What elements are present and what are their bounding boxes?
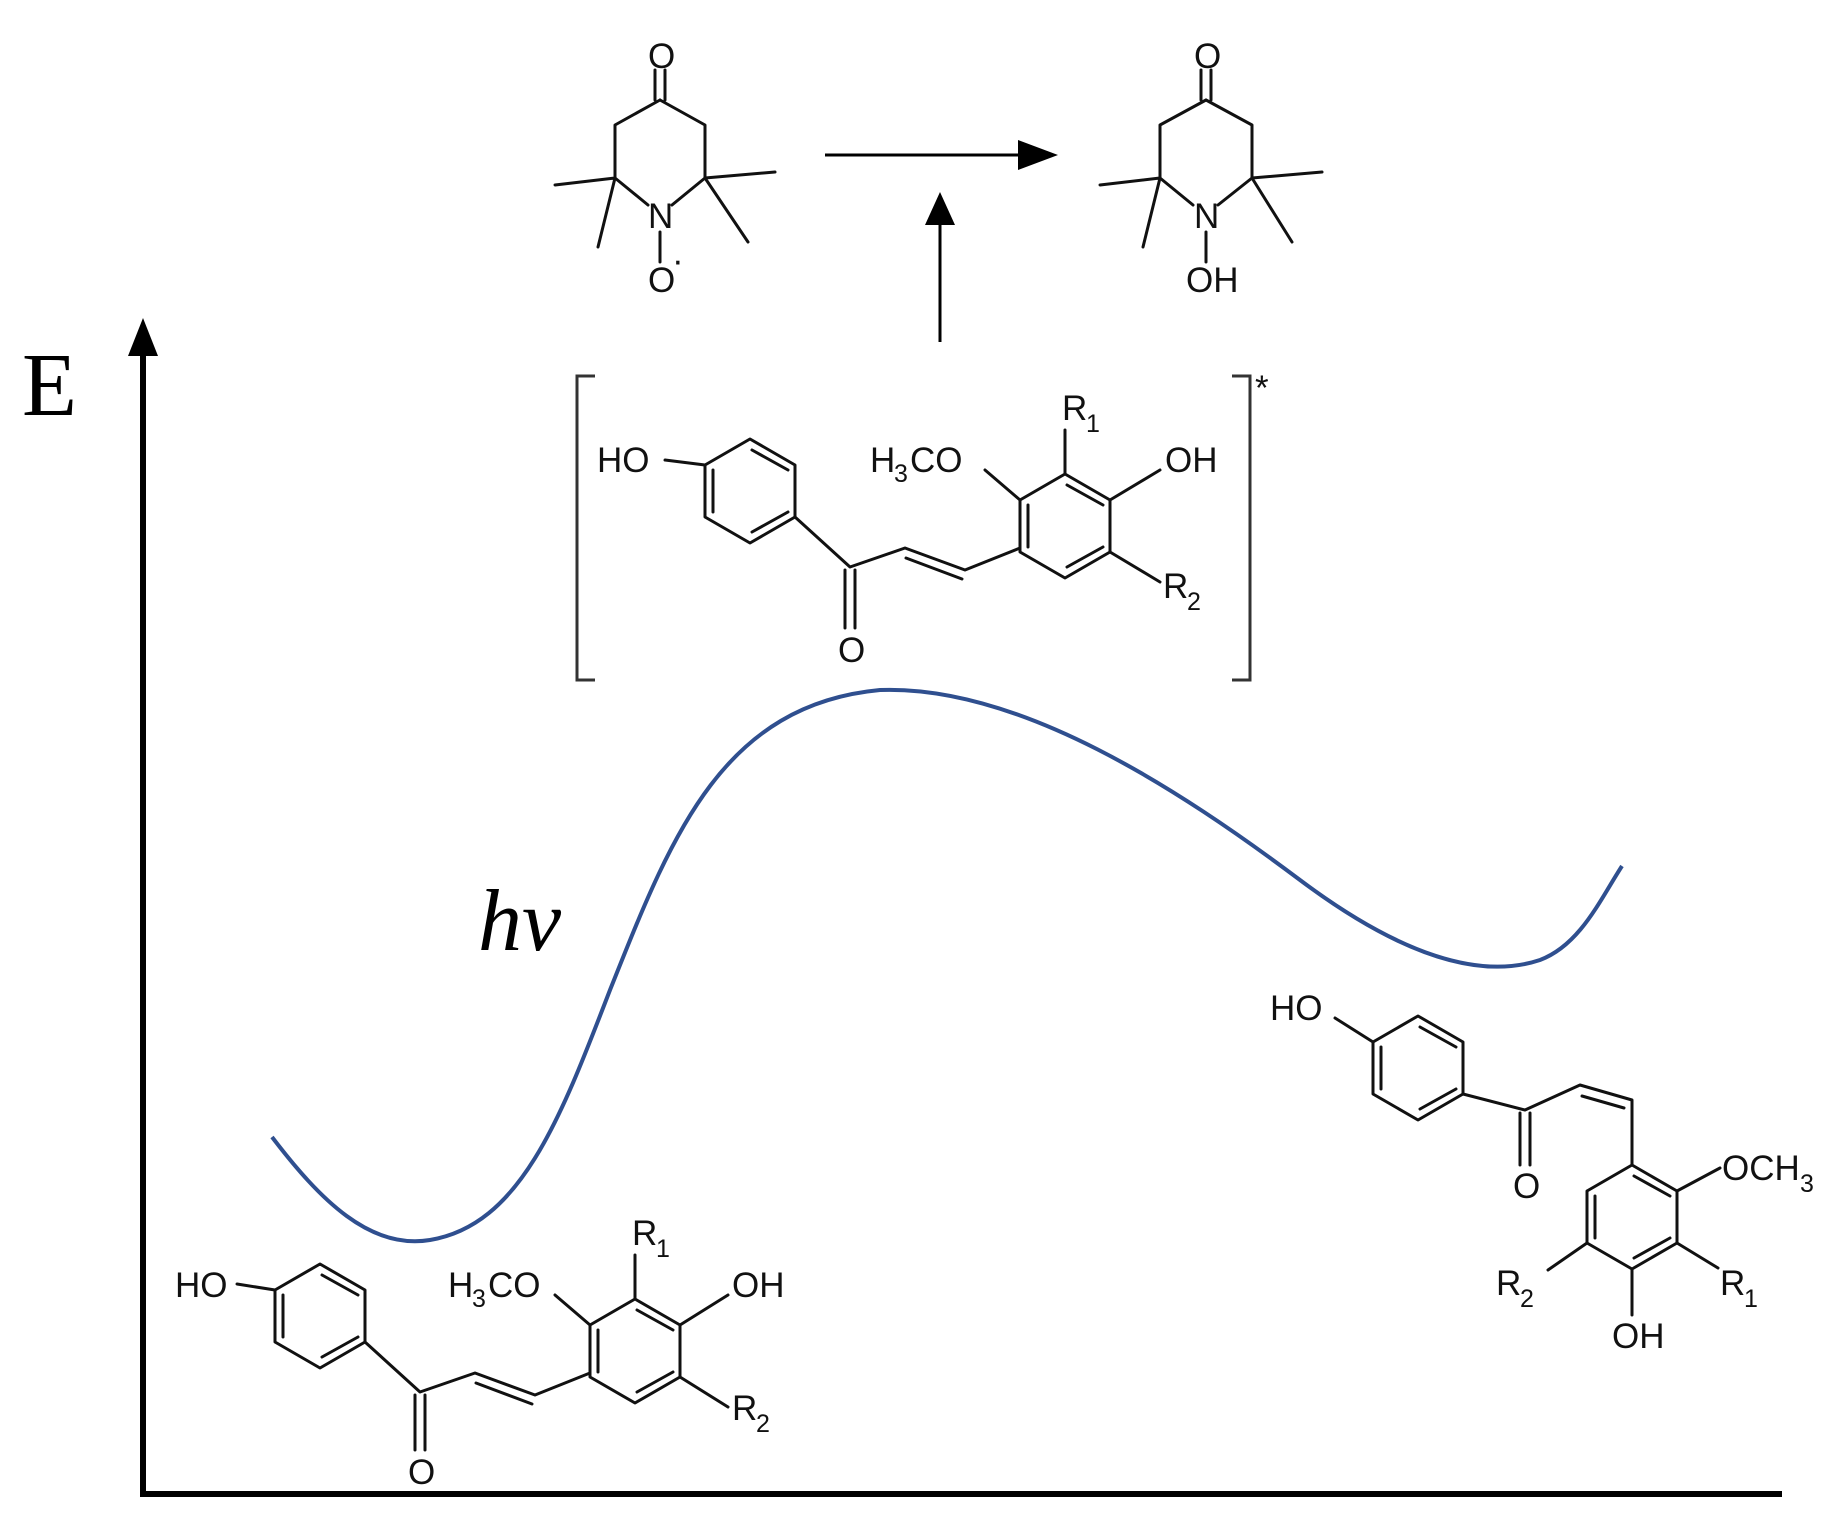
excited-h3co-h: H	[870, 441, 895, 480]
tempo-h-ketone-o: O	[1194, 37, 1221, 76]
cis-carbonyl-o: O	[1513, 1167, 1540, 1206]
excited-h3co-co: CO	[910, 441, 963, 480]
trans-r2-sub: 2	[756, 1410, 770, 1438]
excited-r2: R	[1163, 567, 1188, 606]
trans-h3co-h: H	[448, 1266, 473, 1305]
excited-chalcone-bonds	[663, 428, 1162, 630]
cis-r2-sub: 2	[1520, 1285, 1534, 1313]
energy-curve	[270, 687, 1624, 1244]
tempo-radical-dot: ·	[672, 241, 684, 280]
y-axis-label: E	[22, 336, 77, 435]
trans-h3co-sub: 3	[472, 1285, 486, 1313]
cis-r1: R	[1720, 1264, 1745, 1303]
excited-r2-sub: 2	[1187, 588, 1201, 616]
trans-oh: OH	[732, 1266, 785, 1305]
trans-r1-sub: 1	[656, 1235, 670, 1263]
tempo-radical-ketone-o: O	[648, 37, 675, 76]
reaction-arrowhead	[1018, 140, 1058, 170]
trans-h3co-co: CO	[488, 1266, 541, 1305]
excitation-arrowhead	[925, 192, 955, 225]
left-bracket	[575, 374, 595, 682]
excited-carbonyl-o: O	[838, 631, 865, 670]
cis-r2: R	[1496, 1264, 1521, 1303]
cis-r1-sub: 1	[1744, 1285, 1758, 1313]
trans-r1: R	[632, 1214, 657, 1253]
cis-och3-sub: 3	[1800, 1170, 1814, 1198]
cis-chalcone-bonds	[1333, 1014, 1722, 1317]
tempo-h-n: N	[1194, 197, 1219, 236]
cis-och3: OCH	[1722, 1149, 1800, 1188]
tempo-radical-n: N	[648, 197, 673, 236]
trans-carbonyl-o: O	[408, 1453, 435, 1492]
tempo-radical-structure	[553, 68, 777, 264]
excited-h3co-sub: 3	[894, 460, 908, 488]
excited-r1: R	[1062, 389, 1087, 428]
right-bracket	[1232, 374, 1252, 682]
tempo-h-structure	[1098, 68, 1324, 264]
photon-label: hv	[478, 873, 562, 970]
excited-oh: OH	[1165, 441, 1218, 480]
trans-r2: R	[732, 1389, 757, 1428]
cis-ho: HO	[1270, 989, 1323, 1028]
tempo-h-oh: OH	[1186, 261, 1239, 300]
tempo-radical-o: O	[648, 261, 675, 300]
trans-ho: HO	[175, 1266, 228, 1305]
excited-ho: HO	[597, 441, 650, 480]
excited-r1-sub: 1	[1086, 410, 1100, 438]
excited-state-marker: *	[1255, 369, 1269, 408]
trans-chalcone-bonds	[235, 1253, 730, 1452]
y-axis-arrowhead	[128, 318, 158, 356]
cis-oh: OH	[1612, 1317, 1665, 1356]
